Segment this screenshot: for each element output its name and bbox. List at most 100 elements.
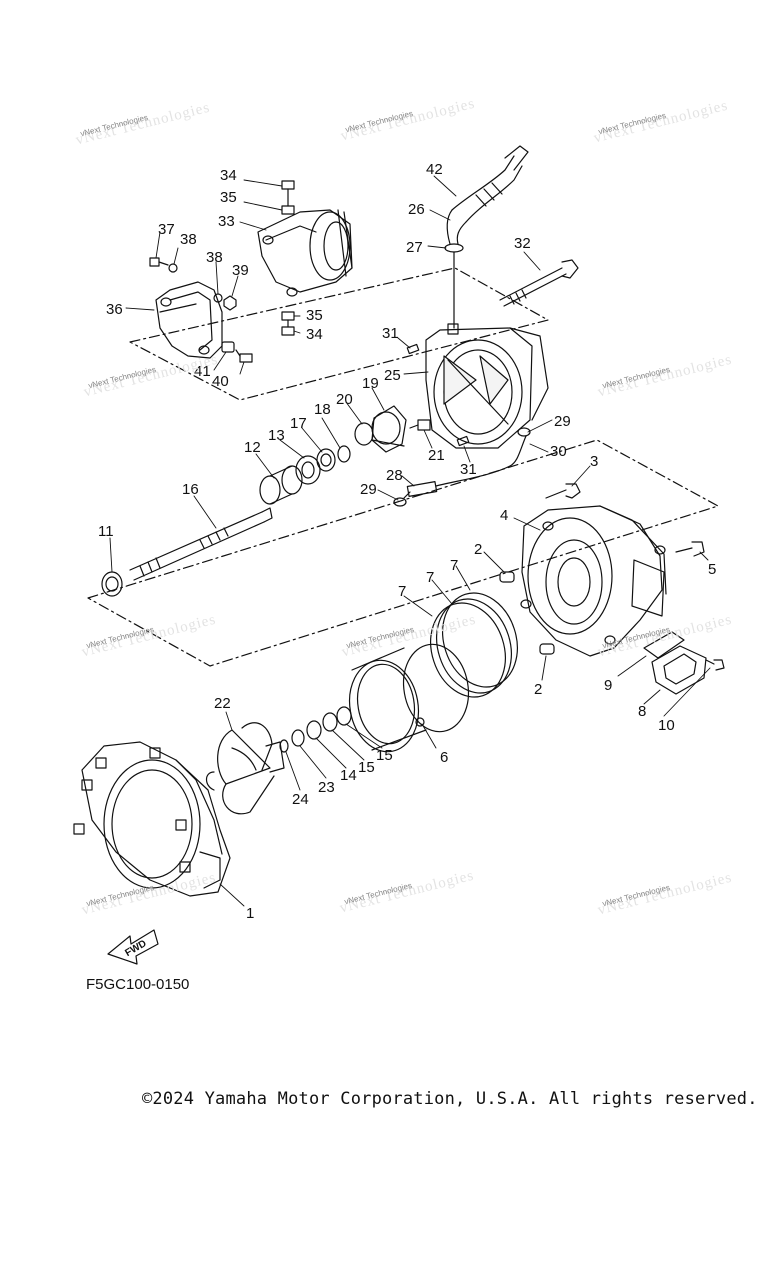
bearing-13-icon [295, 455, 321, 485]
pump-housing-4-icon [520, 505, 667, 657]
label-2-lower: 2 [534, 681, 542, 698]
seal-15-a-icon [336, 706, 352, 726]
collar-35-top-icon [281, 205, 295, 215]
collar-41-icon [221, 341, 235, 353]
label-30: 30 [550, 443, 567, 460]
bolt-40-icon [235, 349, 253, 363]
label-29-lower: 29 [360, 481, 377, 498]
label-35-bottom: 35 [306, 307, 323, 324]
fitting-28-icon [403, 481, 438, 499]
clamp-29-lower-icon [393, 497, 407, 507]
pin-31-upper-icon [406, 343, 420, 355]
seal-15-b-icon [322, 712, 338, 732]
cover-8-icon [651, 645, 707, 695]
bolt-21-icon [409, 419, 431, 431]
label-26: 26 [408, 201, 425, 218]
fitting-26-icon [446, 209, 467, 245]
nut-39-icon [223, 295, 237, 311]
label-3: 3 [590, 453, 598, 470]
gasket-9-icon [643, 631, 685, 659]
seal-18-icon [337, 445, 351, 463]
bolt-34-bottom-icon [281, 319, 295, 336]
label-24: 24 [292, 791, 309, 808]
bolt-5-icon [675, 541, 705, 557]
label-31-lower: 31 [460, 461, 477, 478]
label-37: 37 [158, 221, 175, 238]
label-6: 6 [440, 749, 448, 766]
label-40: 40 [212, 373, 229, 390]
label-15-b: 15 [358, 759, 375, 776]
label-29-upper: 29 [554, 413, 571, 430]
label-1: 1 [246, 905, 254, 922]
label-20: 20 [336, 391, 353, 408]
ring-7-c-icon [430, 602, 506, 698]
label-39: 39 [232, 262, 249, 279]
label-7-b: 7 [426, 569, 434, 586]
label-23: 23 [318, 779, 335, 796]
parts-diagram: 1 2 2 3 4 5 6 7 7 7 8 9 10 11 12 13 14 1… [73, 145, 725, 965]
hose-30-icon [435, 435, 527, 487]
label-11: 11 [98, 523, 114, 540]
duct-19-icon [371, 405, 407, 453]
label-33: 33 [218, 213, 235, 230]
steering-nozzle-33-icon [257, 209, 353, 297]
collar-35-bottom-icon [281, 311, 295, 321]
label-38-right: 38 [206, 249, 223, 266]
label-27: 27 [406, 239, 423, 256]
fwd-arrow-icon [107, 929, 159, 965]
pin-31-lower-icon [456, 435, 470, 447]
label-19: 19 [362, 375, 379, 392]
bearing-14-icon [306, 720, 322, 740]
impeller-22-icon [205, 722, 285, 815]
reverse-gate-group-outline [129, 267, 549, 401]
label-35-top: 35 [220, 189, 237, 206]
sleeve-12-icon [259, 465, 303, 505]
leader-lines [109, 175, 711, 907]
label-31-upper: 31 [382, 325, 399, 342]
spacer-23-icon [291, 729, 305, 747]
bearing-11-icon [101, 571, 123, 597]
label-16: 16 [182, 481, 199, 498]
label-18: 18 [314, 401, 331, 418]
label-25: 25 [384, 367, 401, 384]
long-bolt-32-icon [499, 259, 579, 307]
label-34-bottom: 34 [306, 326, 323, 343]
o-ring-20-icon [354, 422, 374, 446]
part-labels: 1 2 2 3 4 5 6 7 7 7 8 9 10 11 12 13 14 1… [98, 161, 716, 959]
label-8: 8 [638, 703, 646, 720]
label-2-upper: 2 [474, 541, 482, 558]
diagram-code: F5GC100-0150 [86, 976, 190, 993]
ring-7-a-icon [436, 598, 512, 694]
label-22: 22 [214, 695, 231, 712]
label-34-top: 34 [220, 167, 237, 184]
bolt-3-icon [545, 483, 581, 499]
o-ring-24-icon [279, 739, 289, 753]
label-21: 21 [428, 447, 445, 464]
clamp-27-icon [444, 243, 464, 329]
label-32: 32 [514, 235, 531, 252]
ring-7-b-icon [442, 592, 518, 688]
label-36: 36 [106, 301, 123, 318]
clamp-29-upper-icon [517, 427, 531, 437]
label-4: 4 [500, 507, 508, 524]
copyright-notice: ©2024 Yamaha Motor Corporation, U.S.A. A… [142, 1089, 758, 1109]
pin-2-lower-icon [539, 643, 555, 655]
bolt-10-icon [705, 659, 725, 671]
label-42: 42 [426, 161, 443, 178]
pin-2-upper-icon [499, 571, 515, 583]
label-12: 12 [244, 439, 261, 456]
bolt-34-top-icon [281, 180, 295, 207]
label-7-c: 7 [450, 557, 458, 574]
bolt-37-icon [149, 257, 169, 267]
label-9: 9 [604, 677, 612, 694]
hose-42-icon [451, 145, 529, 223]
label-13: 13 [268, 427, 285, 444]
label-38-left: 38 [180, 231, 197, 248]
label-28: 28 [386, 467, 403, 484]
reverse-gate-36-icon [155, 281, 223, 359]
washer-38-left-icon [168, 263, 178, 273]
label-17: 17 [290, 415, 307, 432]
nozzle-housing-25-icon [425, 323, 549, 449]
label-14: 14 [340, 767, 357, 784]
label-10: 10 [658, 717, 675, 734]
